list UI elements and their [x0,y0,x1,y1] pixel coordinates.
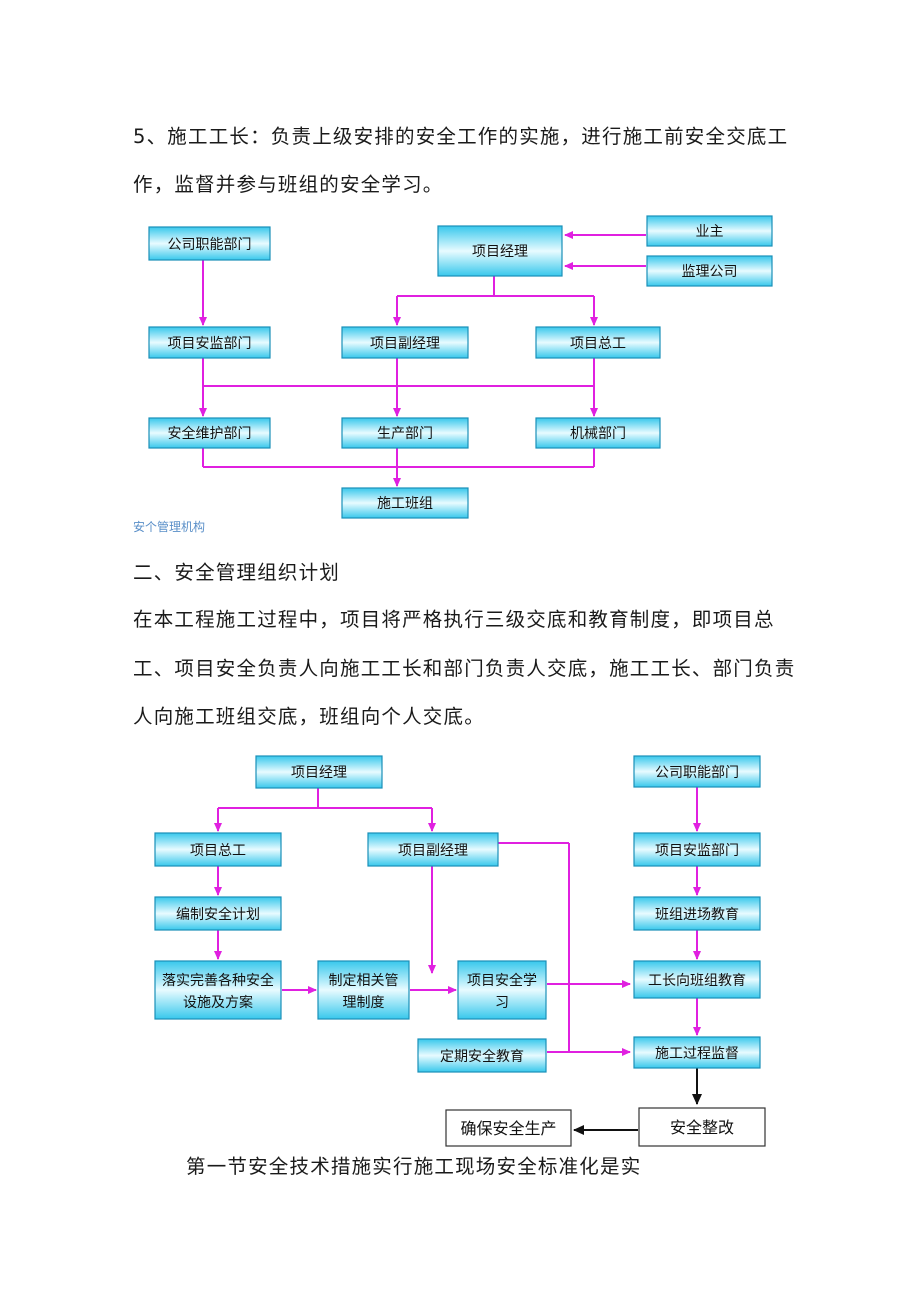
chart-2-label-foreman-education: 工长向班组教育 [648,973,746,989]
chart-1-box-deputy-manager: 项目副经理 [341,326,469,359]
section-title-line: 第一节安全技术措施实行施工现场安全标准化是实 [186,1155,642,1178]
chart-1-connectors [199,231,646,487]
chart-1-box-supervisor-company: 监理公司 [646,255,773,287]
chart-1-label-supervisor-company: 监理公司 [682,264,738,280]
paragraph-2-line-1: 在本工程施工过程中，项目将严格执行三级交底和教育制度，即项目总 [133,608,775,631]
chart-1-box-safety-maintenance: 安全维护部门 [148,417,271,449]
chart-1-box-production: 生产部门 [341,417,469,449]
chart-1-label-production: 生产部门 [377,426,433,442]
chart-2-box-foreman-education: 工长向班组教育 [633,960,761,999]
chart-2-label-chief-engineer: 项目总工 [190,843,246,859]
chart-1-box-project-manager: 项目经理 [437,225,563,277]
paragraph-2-line-2: 工、项目安全负责人向施工工长和部门负责人交底，施工工长、部门负责 [133,657,796,680]
paragraph-2-line-3: 人向施工班组交底，班组向个人交底。 [133,705,485,728]
chart-1-box-gongsi: 公司职能部门 [148,226,271,261]
chart-2-black-connectors [573,1068,702,1135]
chart-2-box-regular-education: 定期安全教育 [417,1038,547,1073]
chart-2-label-safety-study-2: 习 [495,995,509,1011]
chart-1-box-machinery: 机械部门 [535,417,661,449]
chart-2-label-management-rules-1: 制定相关管 [329,973,399,989]
chart-1-box-construction-team: 施工班组 [341,487,469,519]
chart-1-label-project-manager: 项目经理 [472,244,528,260]
chart-2-label-company-dept: 公司职能部门 [655,765,739,781]
chart-2-box-implement-facilities: 落实完善各种安全 设施及方案 [154,960,282,1020]
paragraph-1-line-2: 作，监督并参与班组的安全学习。 [133,173,444,196]
chart-1-box-chief-engineer: 项目总工 [535,326,661,359]
chart-2-label-deputy-manager: 项目副经理 [398,843,468,859]
section-heading: 二、安全管理组织计划 [133,561,341,584]
chart-2-label-implement-facilities-2: 设施及方案 [183,994,253,1011]
chart-2-box-safety-study: 项目安全学 习 [457,960,547,1020]
chart-1-box-owner: 业主 [646,215,773,247]
chart-2-box-management-rules: 制定相关管 理制度 [317,960,410,1020]
chart-2-label-ensure-production: 确保安全生产 [460,1119,556,1138]
chart-2-box-safety-rectification: 安全整改 [638,1107,766,1147]
chart-1-caption: 安个管理机构 [133,520,206,534]
chart-1-label-machinery: 机械部门 [570,426,626,442]
chart-2-label-management-rules-2: 理制度 [343,995,385,1011]
chart-1-label-owner: 业主 [696,224,724,240]
chart-2-label-process-supervision: 施工过程监督 [655,1046,739,1062]
chart-2-label-project-manager: 项目经理 [291,765,347,781]
chart-2-label-regular-education: 定期安全教育 [440,1048,524,1065]
chart-2-box-compile-plan: 编制安全计划 [154,896,282,931]
chart-2-connectors [214,787,701,1056]
chart-2-label-safety-supervision: 项目安监部门 [655,843,739,859]
chart-1-label-gongsi: 公司职能部门 [168,237,252,253]
chart-1-box-safety-supervision: 项目安监部门 [148,326,271,359]
chart-1-label-safety-supervision: 项目安监部门 [168,336,252,352]
chart-2-box-ensure-production: 确保安全生产 [445,1109,572,1147]
chart-2-label-implement-facilities-1: 落实完善各种安全 [162,972,274,989]
chart-1-label-chief-engineer: 项目总工 [570,336,626,352]
chart-1-label-safety-maintenance: 安全维护部门 [168,425,252,442]
chart-1-label-construction-team: 施工班组 [377,496,433,512]
chart-2-box-chief-engineer: 项目总工 [154,832,282,867]
chart-2-label-safety-rectification: 安全整改 [670,1118,734,1137]
paragraph-1-line-1: 5、施工工长：负责上级安排的安全工作的实施，进行施工前安全交底工 [133,125,789,148]
chart-2-box-entry-education: 班组进场教育 [633,896,761,931]
chart-1-label-deputy-manager: 项目副经理 [370,336,440,352]
chart-2-box-safety-supervision: 项目安监部门 [633,832,761,867]
chart-2-box-process-supervision: 施工过程监督 [633,1036,761,1069]
chart-2-box-project-manager: 项目经理 [255,755,383,789]
chart-2-box-deputy-manager: 项目副经理 [367,832,499,867]
chart-2-label-safety-study-1: 项目安全学 [467,972,537,989]
chart-2-label-compile-plan: 编制安全计划 [176,906,260,923]
chart-2-label-entry-education: 班组进场教育 [655,907,739,923]
chart-2-box-company-dept: 公司职能部门 [633,755,761,788]
